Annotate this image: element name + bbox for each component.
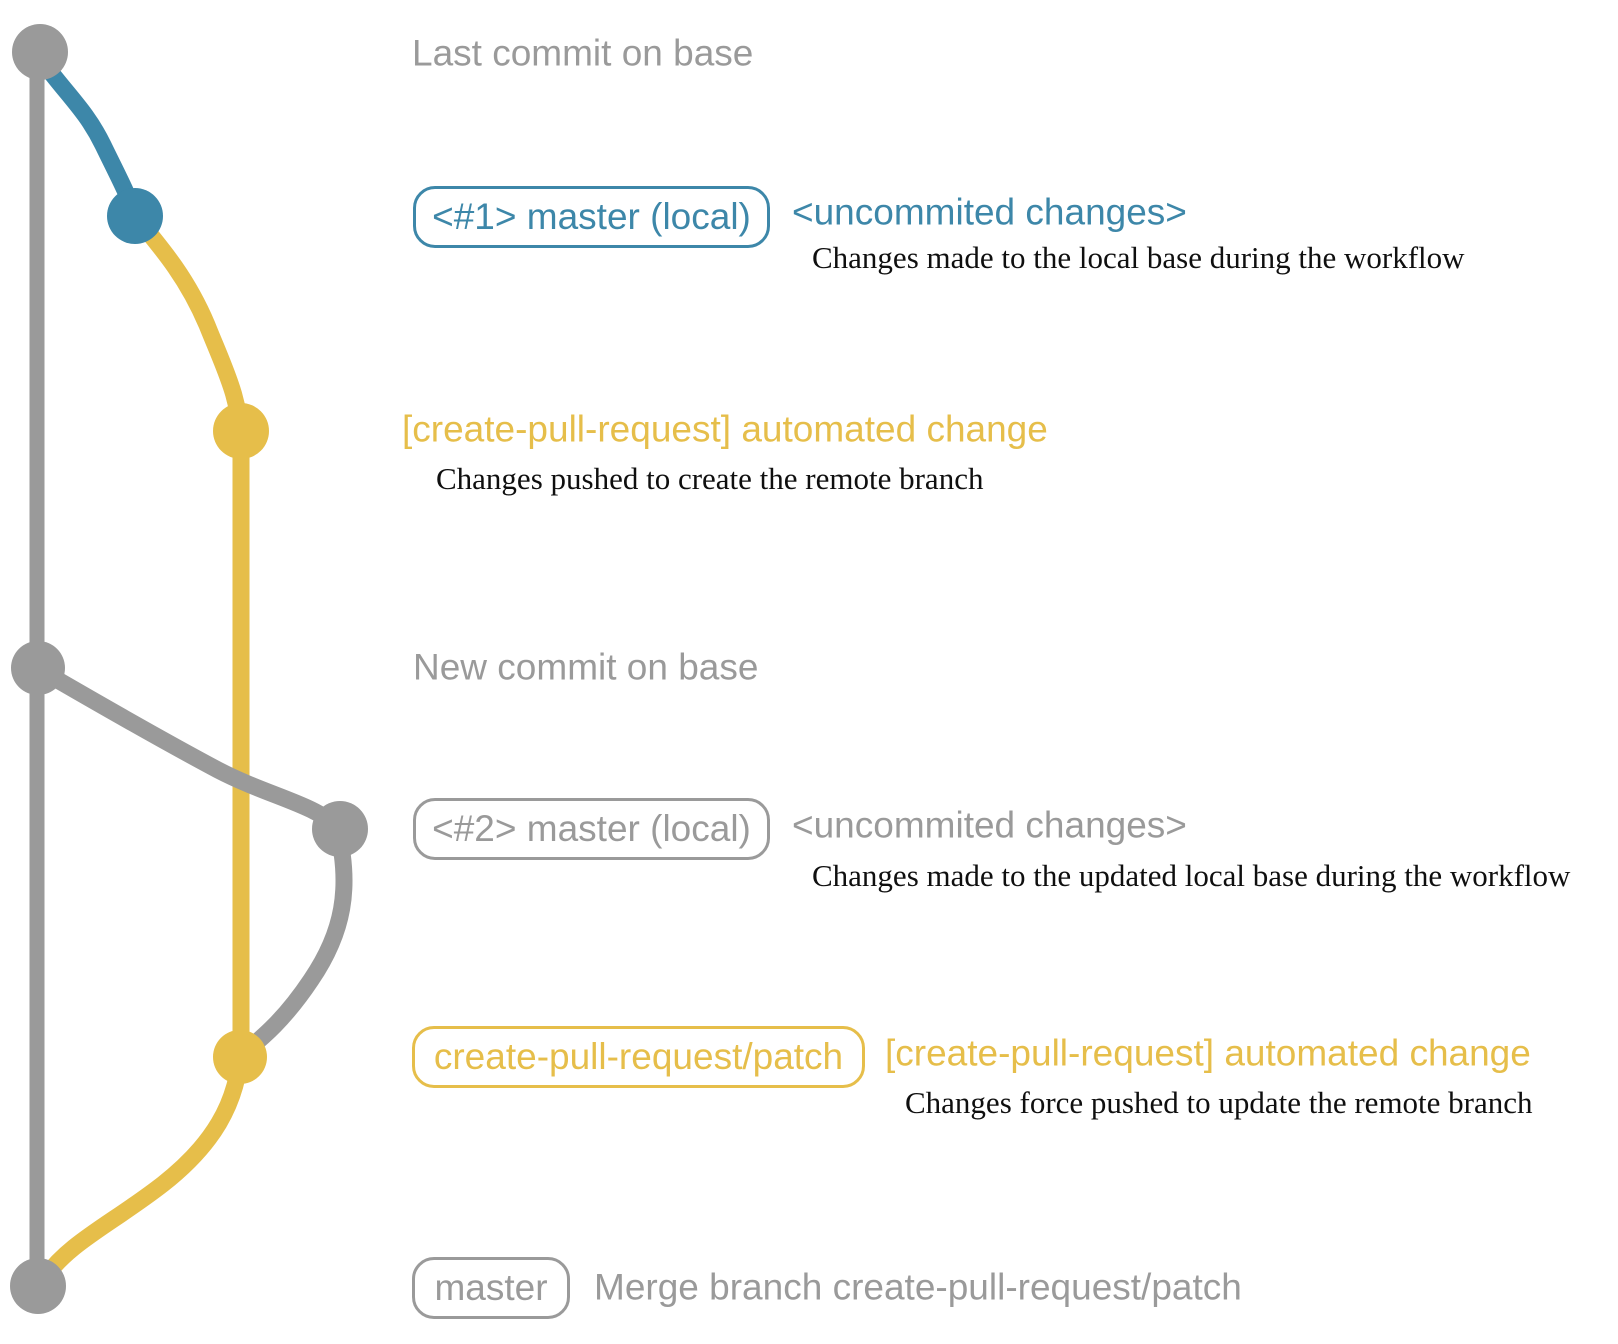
commit2-message: <uncommited changes>: [792, 804, 1187, 846]
commit-node-local-1: [107, 188, 163, 244]
local-branch-2-line-upper: [28, 659, 346, 836]
new-commit-label: New commit on base: [413, 646, 759, 688]
last-commit-label: Last commit on base: [412, 32, 754, 74]
branch-badge-patch: create-pull-request/patch: [412, 1026, 865, 1088]
push1-message: [create-pull-request] automated change: [402, 408, 1048, 450]
local-branch-2-line-lower: [237, 818, 353, 1060]
merge-message: Merge branch create-pull-request/patch: [594, 1266, 1242, 1308]
branch-badge-master-local-2: <#2> master (local): [413, 798, 770, 860]
commit2-description: Changes made to the updated local base d…: [812, 857, 1571, 893]
branch-badge-master: master: [412, 1257, 570, 1319]
branch-badge-master-local-1: <#1> master (local): [413, 186, 770, 248]
branch-badge-master-local-2-label: <#2> master (local): [432, 808, 751, 849]
commit-node-patch-1: [213, 403, 269, 459]
branch-badge-patch-label: create-pull-request/patch: [433, 1036, 844, 1077]
commit1-description: Changes made to the local base during th…: [812, 239, 1465, 275]
commit-node-patch-2: [213, 1030, 267, 1084]
commit-node-local-2: [312, 801, 368, 857]
commit-node-new-base: [11, 641, 65, 695]
commit-node-last-base: [12, 24, 68, 80]
patch-branch-line: [35, 207, 250, 1288]
branch-badge-master-label: master: [434, 1267, 548, 1308]
push2-message: [create-pull-request] automated change: [885, 1032, 1531, 1074]
push2-description: Changes force pushed to update the remot…: [905, 1084, 1533, 1120]
push1-description: Changes pushed to create the remote bran…: [436, 460, 984, 496]
branch-badge-master-local-1-label: <#1> master (local): [432, 196, 751, 237]
commit-node-merge: [10, 1258, 66, 1314]
commit1-message: <uncommited changes>: [792, 191, 1187, 233]
